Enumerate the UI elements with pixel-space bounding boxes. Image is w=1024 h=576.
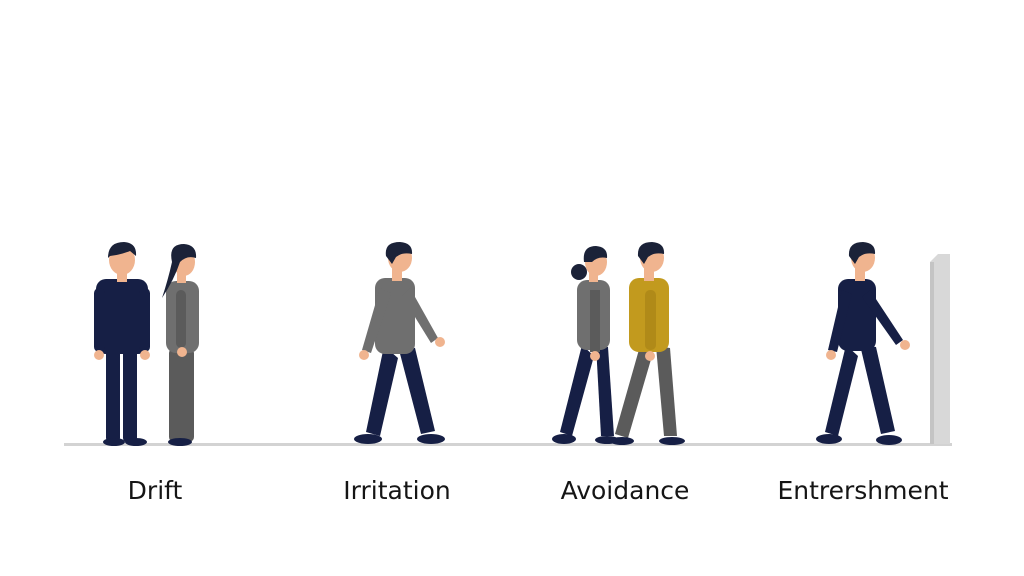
drift-scene <box>94 242 199 446</box>
stage-label-irritation: Irritation <box>343 476 451 505</box>
entrenchment-walking-figure <box>816 242 910 445</box>
stage-label-entrenchment: Entrershment <box>777 476 949 505</box>
irritation-scene <box>354 242 445 444</box>
avoidance-man-figure <box>610 242 685 445</box>
stage-label-avoidance: Avoidance <box>560 476 690 505</box>
ground-line <box>64 443 952 446</box>
entrenchment-scene <box>816 242 950 445</box>
avoidance-woman-figure <box>552 246 619 444</box>
stage-label-drift: Drift <box>127 476 183 505</box>
avoidance-scene <box>552 242 685 445</box>
drift-woman-figure <box>162 244 199 446</box>
drift-man-figure <box>94 242 150 446</box>
wall-barrier <box>930 254 950 444</box>
irritation-walking-figure <box>354 242 445 444</box>
